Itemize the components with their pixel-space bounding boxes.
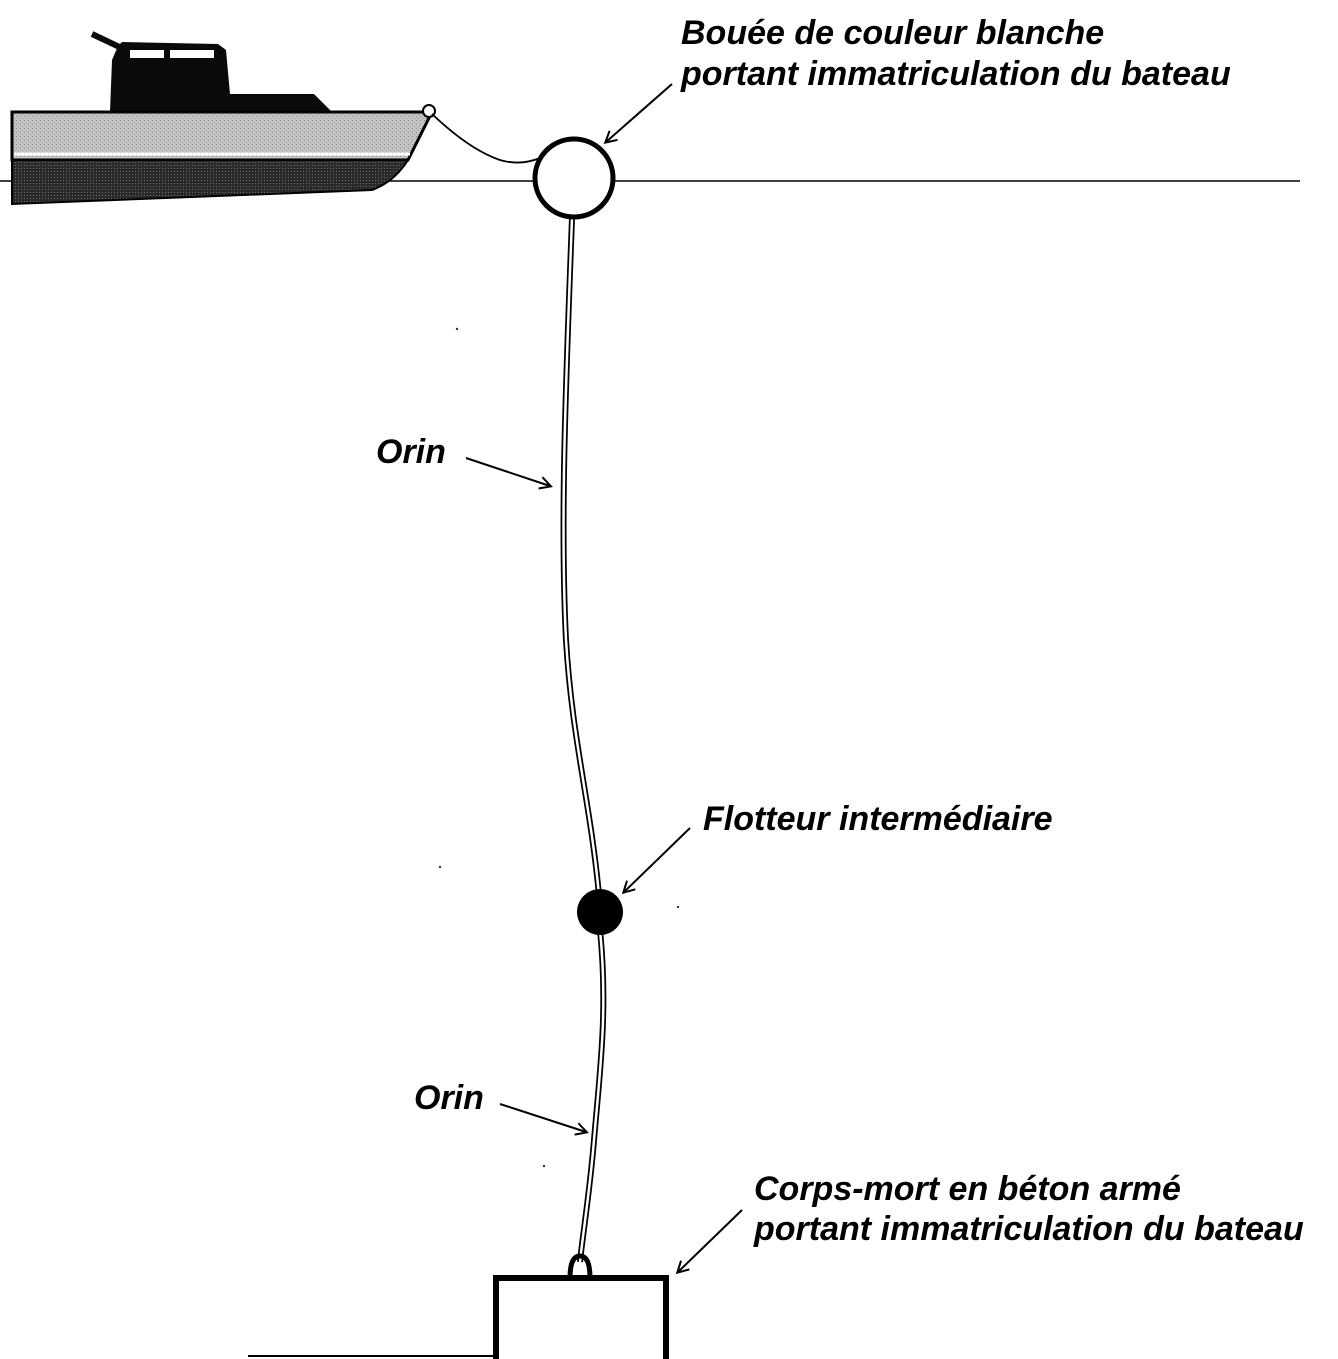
bow-line bbox=[431, 113, 541, 164]
scan-speck bbox=[676, 905, 680, 909]
buoy-pointer-arrow bbox=[606, 83, 673, 142]
orin-lower-label: Orin bbox=[414, 1079, 484, 1117]
float-label: Flotteur intermédiaire bbox=[703, 800, 1053, 838]
surface-buoy bbox=[532, 136, 616, 220]
anchor-label-line1: Corps-mort en béton armé bbox=[754, 1170, 1181, 1208]
buoy-label-line1: Bouée de couleur blanche bbox=[681, 14, 1104, 52]
anchor-label-line2: portant immatriculation du bateau bbox=[753, 1210, 1304, 1248]
scan-speck bbox=[542, 1164, 546, 1168]
boat-icon bbox=[10, 31, 436, 206]
anchor-block bbox=[493, 1253, 669, 1359]
float-pointer-arrow bbox=[624, 827, 691, 892]
scan-speck bbox=[455, 327, 459, 331]
intermediate-float bbox=[577, 889, 623, 935]
buoy-label-line2: portant immatriculation du bateau bbox=[680, 55, 1231, 93]
orin-lower-pointer-arrow bbox=[499, 1103, 586, 1132]
orin-upper-pointer-arrow bbox=[465, 457, 550, 486]
scan-speck bbox=[438, 865, 442, 869]
anchor-pointer-arrow bbox=[678, 1209, 743, 1272]
orin-upper-label: Orin bbox=[376, 433, 446, 471]
orin-rope-lower bbox=[577, 929, 607, 1263]
